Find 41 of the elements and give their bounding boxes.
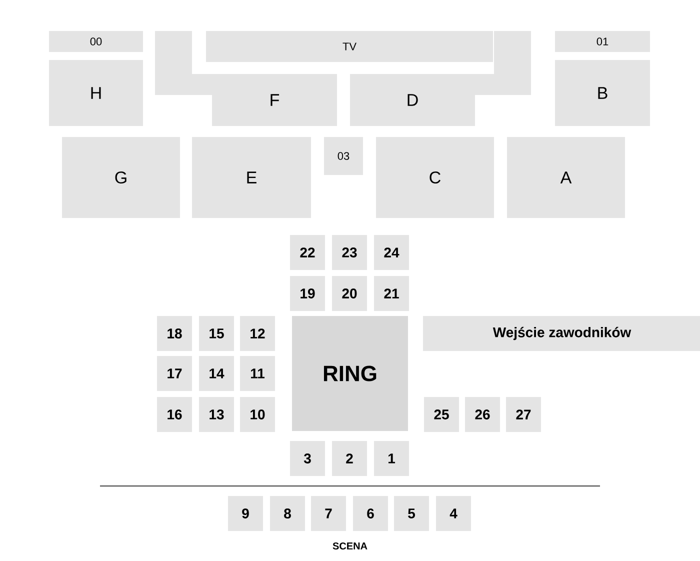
seat-box: 13 <box>199 397 234 432</box>
section-box: C <box>376 137 494 218</box>
seat-box: 18 <box>157 316 192 351</box>
section-box: 01 <box>555 31 650 52</box>
section-box: G <box>62 137 180 218</box>
seat-box: 22 <box>290 235 325 270</box>
seat-box: 4 <box>436 496 471 531</box>
seat-box: 10 <box>240 397 275 432</box>
entrance-box: Wejście zawodników <box>423 316 700 351</box>
seat-box: 26 <box>465 397 500 432</box>
seat-box: 1 <box>374 441 409 476</box>
seat-box: 16 <box>157 397 192 432</box>
seat-box: 7 <box>311 496 346 531</box>
seat-box: 3 <box>290 441 325 476</box>
section-box: H <box>49 60 143 126</box>
seat-box: 23 <box>332 235 367 270</box>
seat-box: 27 <box>506 397 541 432</box>
seat-box: 19 <box>290 276 325 311</box>
section-box: 00 <box>49 31 143 52</box>
section-box: E <box>192 137 311 218</box>
seat-box: 8 <box>270 496 305 531</box>
section-box: 03 <box>324 137 363 175</box>
seat-box: 14 <box>199 356 234 391</box>
seat-box: 6 <box>353 496 388 531</box>
seat-box: 24 <box>374 235 409 270</box>
ring-box: RING <box>292 316 408 431</box>
seat-box: 12 <box>240 316 275 351</box>
seat-box: 20 <box>332 276 367 311</box>
section-box: B <box>555 60 650 126</box>
seat-box: 25 <box>424 397 459 432</box>
seat-box: 9 <box>228 496 263 531</box>
seat-box: 21 <box>374 276 409 311</box>
stage-label: SCENA <box>332 542 368 550</box>
seat-box: 17 <box>157 356 192 391</box>
seat-box: 5 <box>394 496 429 531</box>
seat-box: 11 <box>240 356 275 391</box>
seat-box: 15 <box>199 316 234 351</box>
section-box: TV <box>206 31 493 62</box>
seat-box: 2 <box>332 441 367 476</box>
section-box: A <box>507 137 625 218</box>
section-box: F <box>155 31 337 126</box>
